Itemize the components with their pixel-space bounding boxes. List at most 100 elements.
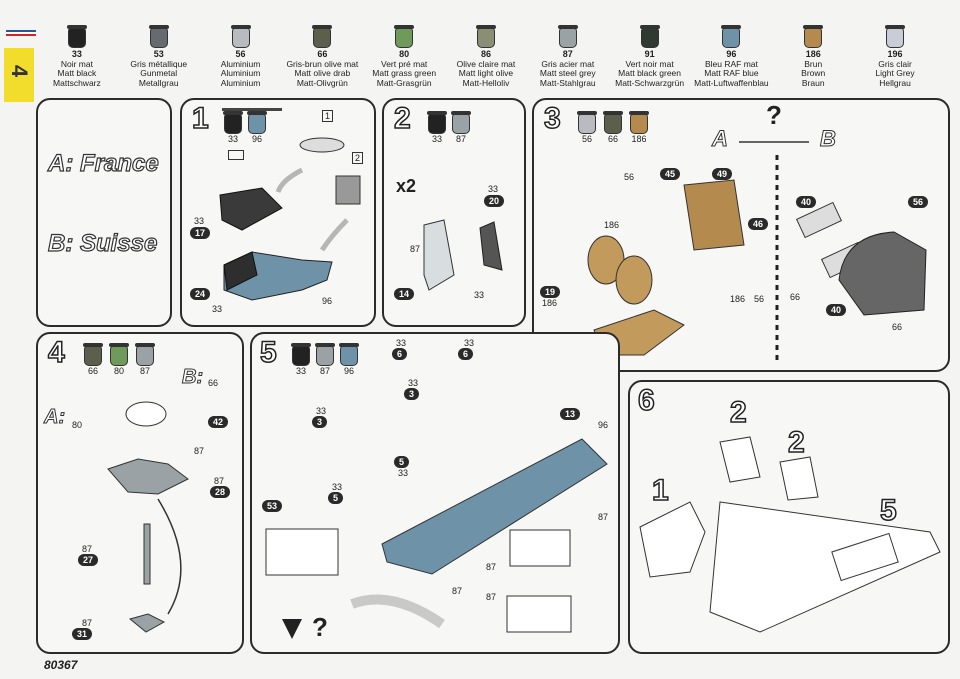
step-number: 1 [191, 101, 209, 136]
part-42: 42 [208, 416, 229, 428]
paint-name-fr: Olive claire mat [456, 58, 516, 69]
part-13: 13 [560, 408, 581, 420]
callout-96: 96 [322, 296, 333, 306]
paint-pot-87: 87 [451, 111, 471, 144]
part-28: 28 [210, 486, 231, 498]
callout-33: 33 [408, 378, 419, 388]
variant-a-label: A: [43, 406, 66, 429]
step-2-panel: 2 33 87 x2 33 20 87 33 14 [382, 98, 526, 327]
paint-name-de: Matt-Helloliv [462, 77, 510, 88]
step-number: 3 [543, 101, 561, 136]
paint-name-en: Gunmetal [140, 68, 178, 78]
part-27: 27 [78, 554, 99, 566]
glue-icon [228, 150, 244, 160]
page-number: 4 [7, 64, 32, 78]
callout-33: 33 [474, 290, 485, 300]
callout-87: 87 [214, 476, 225, 486]
variant-b-paint: 66 [208, 378, 219, 388]
callout-33: 33 [316, 406, 327, 416]
paint-pot-66: 66 [603, 111, 623, 144]
callout-87: 87 [194, 446, 205, 456]
paint-pot-icon [803, 25, 824, 48]
paint-name-fr: Vert pré mat [381, 58, 428, 69]
part-19: 19 [540, 286, 561, 298]
part-6: 6 [458, 348, 474, 360]
paint-name-en: Matt light olive [458, 68, 514, 78]
version-b-label: B: Suisse [47, 229, 158, 257]
paint-name-fr: Bleu RAF mat [704, 58, 758, 69]
part-40: 40 [826, 304, 847, 316]
callout-87: 87 [598, 512, 609, 522]
callout-66: 66 [892, 322, 903, 332]
callout-186: 186 [730, 294, 746, 304]
part-40: 40 [796, 196, 817, 208]
step-4-drawing [107, 401, 189, 633]
paint-pot-96: 96 [247, 111, 267, 144]
part-24: 24 [190, 288, 211, 300]
question-mark: ? [312, 612, 328, 642]
paint-name-de: Metallgrau [138, 77, 179, 88]
paint-name-fr: Vert noir mat [625, 58, 674, 69]
paint-pot-icon [721, 25, 742, 48]
callout-56: 56 [754, 294, 765, 304]
part-5: 5 [328, 492, 344, 504]
step-3-panel: 3 56 66 186 A B ? 56 45 49 46 186 186 56… [532, 98, 950, 372]
paint-name-de: Matt-Stahlgrau [539, 77, 596, 88]
paint-name-de: Aluminium [220, 77, 261, 88]
paint-name-en: Matt RAF blue [704, 68, 759, 78]
version-a-label: A: France [47, 149, 159, 177]
paint-name-fr: Gris clair [878, 58, 912, 69]
paint-name-en: Brown [801, 68, 826, 78]
paint-name-en: Aluminium [220, 68, 261, 78]
paint-name-de: Mattschwarz [53, 77, 101, 88]
paint-name-fr: Gris métallique [130, 58, 188, 69]
paint-pot-icon [230, 25, 251, 48]
paint-name-fr: Gris acier mat [541, 58, 595, 69]
paint-pot-66: 66 [83, 343, 103, 376]
paint-pot-icon [394, 25, 415, 48]
part-56: 56 [908, 196, 929, 208]
paint-name-fr: Aluminium [220, 58, 261, 69]
paint-pot-87: 87 [315, 343, 335, 376]
paint-number: 91 [644, 49, 655, 59]
step-5-drawing [265, 438, 608, 639]
paint-name-fr: Noir mat [60, 58, 93, 69]
paint-number: 87 [562, 49, 573, 59]
callout-33: 33 [488, 184, 499, 194]
seat-drawing [423, 219, 503, 291]
paint-pot-icon [148, 25, 169, 48]
paint-name-de: Matt-Grasgrün [376, 77, 432, 88]
paint-number: 33 [71, 49, 82, 59]
part-3: 3 [404, 388, 420, 400]
paint-pot-icon [639, 25, 660, 48]
multiplier: x2 [396, 176, 417, 196]
paint-name-en: Matt black [57, 68, 97, 78]
callout-66: 66 [790, 292, 801, 302]
paint-number: 186 [805, 49, 821, 59]
step-number: 2 [393, 101, 411, 136]
part-17: 17 [190, 227, 211, 239]
callout-96: 96 [598, 420, 609, 430]
paint-number: 56 [235, 49, 246, 59]
paint-pot-96: 96 [339, 343, 359, 376]
step-number: 6 [637, 383, 655, 418]
paint-name-fr: Gris-brun olive mat [286, 58, 359, 69]
part-31: 31 [72, 628, 93, 640]
paint-pot-icon [557, 25, 578, 48]
callout-33: 33 [464, 338, 475, 348]
variant-a-paint: 80 [72, 420, 83, 430]
assembly-label-2: 2 [729, 395, 747, 430]
brush-icon [222, 108, 282, 111]
callout-33: 33 [398, 468, 409, 478]
step-5-panel: 5 33 87 96 33 6 33 6 33 3 33 3 5 33 33 5… [250, 332, 620, 654]
part-46: 46 [748, 218, 769, 230]
